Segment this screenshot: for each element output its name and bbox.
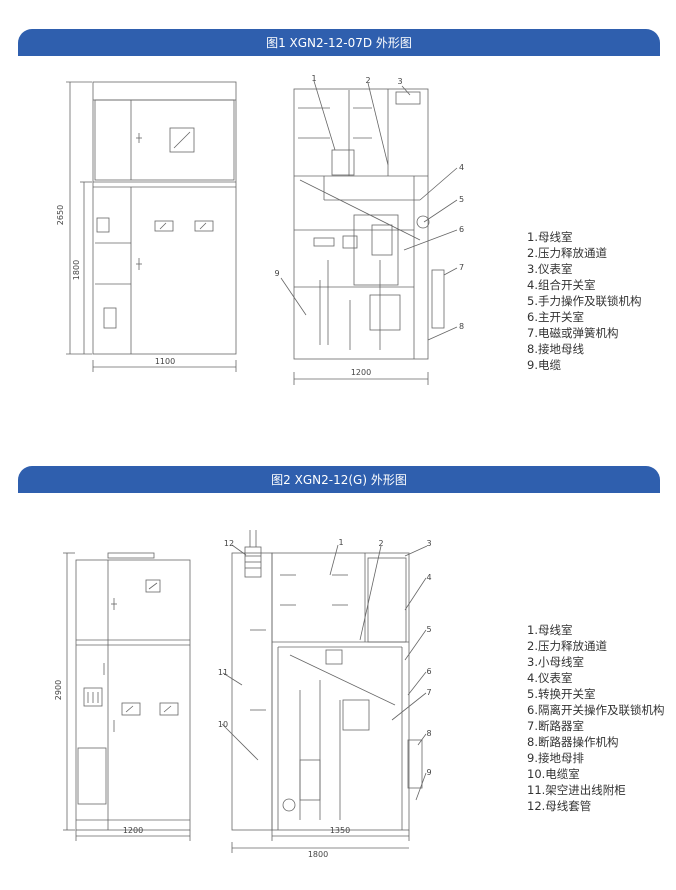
- figure1-callout-1: 1: [311, 74, 316, 83]
- figure2-callout-10: 10: [218, 720, 228, 729]
- legend-item: 7.电磁或弹簧机构: [527, 326, 619, 340]
- legend-item: 3.小母线室: [527, 655, 584, 669]
- figure2-callout-9: 9: [426, 768, 431, 777]
- figure2-dim-total-height: 2900: [54, 680, 63, 700]
- figure2-callout-5: 5: [426, 625, 431, 634]
- figure2-callout-4: 4: [426, 573, 431, 582]
- figure1-callout-4: 4: [459, 163, 464, 172]
- figure2-front-view: [63, 552, 191, 841]
- legend-item: 9.电缆: [527, 358, 561, 372]
- legend-item: 7.断路器室: [527, 719, 584, 733]
- legend-item: 3.仪表室: [527, 262, 573, 276]
- indicator-icon: [194, 220, 214, 232]
- figure2-dim-inner-width: 1350: [330, 826, 350, 835]
- figure1-callout-8: 8: [459, 322, 464, 331]
- legend-item: 4.组合开关室: [527, 278, 596, 292]
- figure2-dim-width: 1200: [123, 826, 143, 835]
- indicator-icon: [154, 220, 174, 232]
- legend-item: 2.压力释放通道: [527, 639, 607, 653]
- figure1-front-view: [66, 81, 237, 372]
- figure1-title-banner: 图1 XGN2-12-07D 外形图: [18, 29, 660, 56]
- legend-item: 4.仪表室: [527, 671, 573, 685]
- figure1-dim-lower-height: 1800: [72, 260, 81, 280]
- figure1-dim-width: 1100: [155, 357, 175, 366]
- figure2-callout-11: 11: [218, 668, 228, 677]
- meter-icon: [169, 127, 195, 153]
- legend-item: 8.断路器操作机构: [527, 735, 619, 749]
- figure2-title: 图2 XGN2-12(G) 外形图: [271, 473, 407, 487]
- legend-item: 1.母线室: [527, 623, 573, 637]
- figure2-side-view: [221, 530, 428, 853]
- legend-item: 5.转换开关室: [527, 687, 596, 701]
- meter-icon: [145, 579, 161, 593]
- legend-item: 5.手力操作及联锁机构: [527, 294, 642, 308]
- figure2-callout-6: 6: [426, 667, 431, 676]
- figure1-callout-3: 3: [397, 77, 402, 86]
- legend-item: 9.接地母排: [527, 751, 584, 765]
- figure1-dim-total-height: 2650: [56, 205, 65, 225]
- figure1-callout-9: 9: [274, 269, 279, 278]
- figure2-callout-12: 12: [224, 539, 234, 548]
- legend-item: 12.母线套管: [527, 799, 592, 813]
- legend-item: 1.母线室: [527, 230, 573, 244]
- legend-item: 6.隔离开关操作及联锁机构: [527, 703, 665, 717]
- figure1-legend: 1.母线室 2.压力释放通道 3.仪表室 4.组合开关室 5.手力操作及联锁机构…: [527, 229, 641, 373]
- figure2-callout-2: 2: [378, 539, 383, 548]
- figure1-drawing: 2650 1800 1100: [56, 74, 464, 385]
- figure2-legend: 1.母线室 2.压力释放通道 3.小母线室 4.仪表室 5.转换开关室 6.隔离…: [527, 622, 664, 814]
- figure1-callout-6: 6: [459, 225, 464, 234]
- figure2-callout-3: 3: [426, 539, 431, 548]
- figure1-title: 图1 XGN2-12-07D 外形图: [266, 36, 412, 50]
- figure2-callout-7: 7: [426, 688, 431, 697]
- figure1-callout-2: 2: [365, 76, 370, 85]
- figure1-callout-5: 5: [459, 195, 464, 204]
- figure1-callout-7: 7: [459, 263, 464, 272]
- figure1-dim-side-width: 1200: [351, 368, 371, 377]
- figure2-dim-total-width: 1800: [308, 850, 328, 859]
- legend-item: 6.主开关室: [527, 310, 584, 324]
- legend-item: 2.压力释放通道: [527, 246, 607, 260]
- figure2-title-banner: 图2 XGN2-12(G) 外形图: [18, 466, 660, 493]
- indicator-icon: [159, 702, 179, 716]
- figure2-callout-8: 8: [426, 729, 431, 738]
- figure2-callout-1: 1: [338, 538, 343, 547]
- figure1-side-view: [280, 80, 458, 385]
- legend-item: 10.电缆室: [527, 767, 580, 781]
- legend-item: 11.架空进出线附柜: [527, 783, 626, 797]
- indicator-icon: [121, 702, 141, 716]
- legend-item: 8.接地母线: [527, 342, 584, 356]
